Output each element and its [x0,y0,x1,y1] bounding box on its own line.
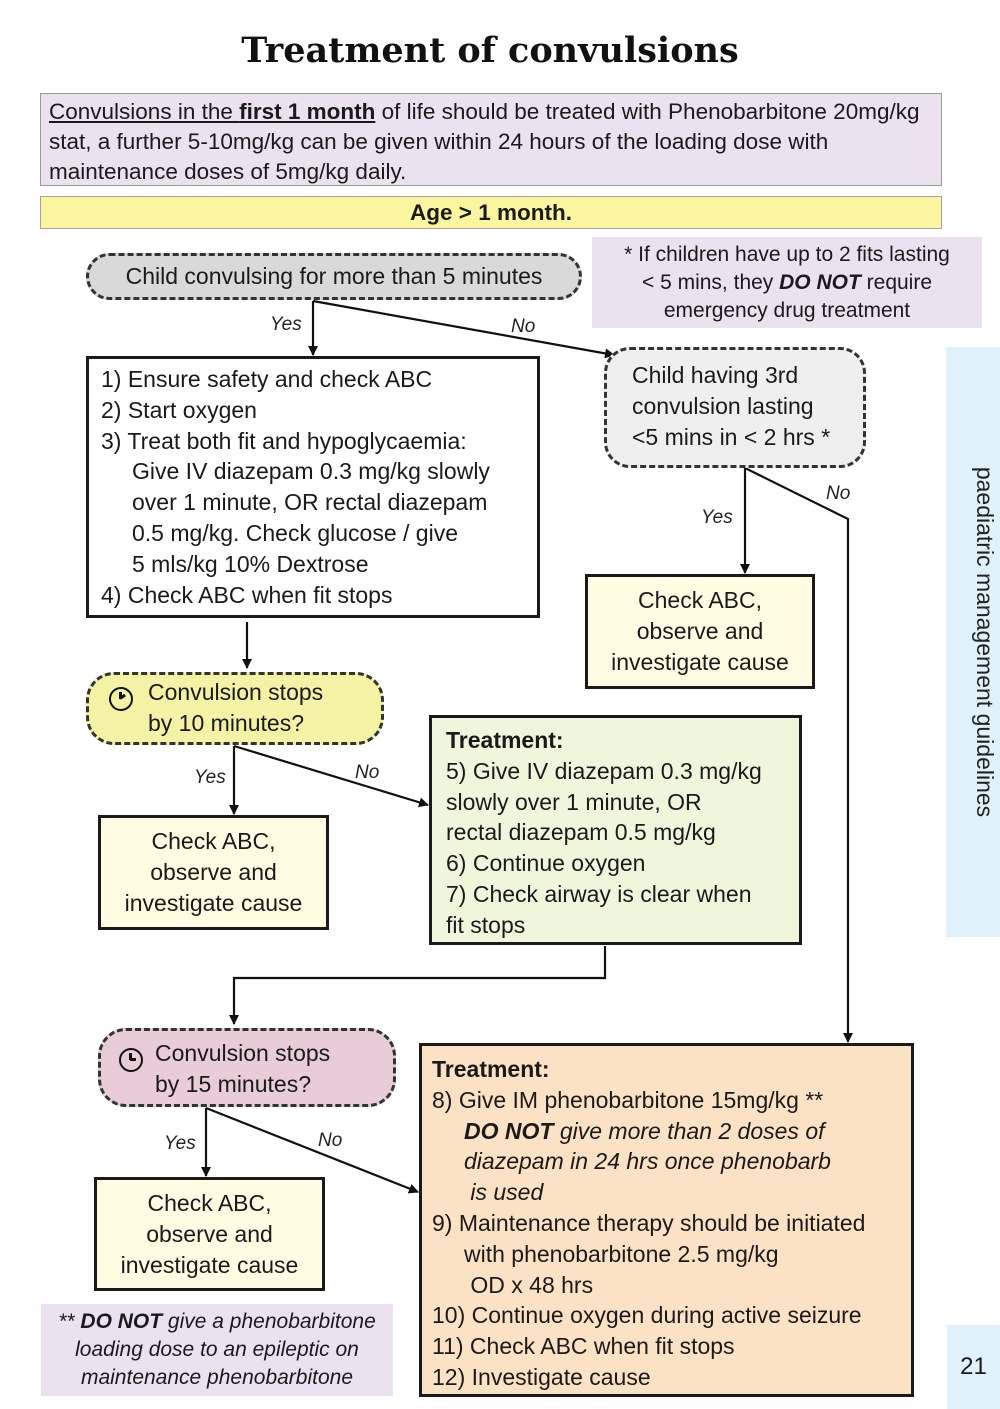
check-line: observe and [636,617,764,644]
q10-line: Convulsion stops [148,679,324,705]
step-line: 1) Ensure safety and check ABC [101,366,433,392]
check-line: observe and [146,1220,273,1247]
check-line: Check ABC, [151,828,276,854]
intro-post: of life should be treated with Phenobarb… [49,99,920,184]
decision-stops-10-min: Convulsion stops by 10 minutes? [86,672,384,745]
intro-note: Convulsions in the first 1 month of life… [40,93,942,186]
treatment2-line: fit stops [446,911,526,938]
check-line: Check ABC, [147,1190,272,1216]
decision-stops-15-min: Convulsion stops by 15 minutes? [98,1028,396,1107]
check-line: investigate cause [611,648,789,675]
page-number: 21 [947,1325,1000,1409]
note1-line1: * If children have up to 2 fits lasting [624,243,950,266]
age-banner: Age > 1 month. [40,196,942,229]
note1-emphasis: DO NOT [779,271,861,294]
treatment3-line9c: OD x 48 hrs [464,1271,594,1298]
intro-bold: first 1 month [239,99,376,124]
step-line: Give IV diazepam 0.3 mg/kg slowly [132,458,490,485]
side-tab: paediatric management guidelines [946,347,1000,937]
step-line: over 1 minute, OR rectal diazepam [132,489,488,516]
check-abc-box-b: Check ABC, observe and investigate cause [98,815,329,930]
check-line: investigate cause [124,889,303,916]
treatment-box-diazepam: Treatment: 5) Give IV diazepam 0.3 mg/kg… [429,715,802,945]
step-line: 3) Treat both fit and hypoglycaemia: [101,427,467,454]
footnote-double-star: ** DO NOT give a phenobarbitone loading … [41,1304,393,1396]
step-line: 4) Check ABC when fit stops [101,581,393,608]
label-no: No [826,483,851,504]
treatment3-line9a: 9) Maintenance therapy should be initiat… [432,1209,866,1236]
treatment3-warning-em: DO NOT [464,1117,554,1144]
note1-line2: < 5 mins, they DO NOT require [592,269,982,297]
label-yes: Yes [164,1133,196,1154]
treatment3-line8: 8) Give IM phenobarbitone 15mg/kg ** [432,1086,824,1113]
treatment3-warning-2: diazepam in 24 hrs once phenobarb [464,1148,831,1175]
q10-line: by 10 minutes? [148,709,304,736]
arrow-q3-no [744,467,853,1043]
step-line: 5 mls/kg 10% Dextrose [132,550,369,577]
label-yes: Yes [194,767,226,788]
q3-line: Child having 3rd [632,362,799,388]
treatment2-line: rectal diazepam 0.5 mg/kg [446,819,716,846]
treatment3-line11: 11) Check ABC when fit stops [432,1333,735,1360]
treatment2-line: 5) Give IV diazepam 0.3 mg/kg [446,757,762,784]
decision-convulsing: Child convulsing for more than 5 minutes [86,253,582,300]
intro-pre: Convulsions in the [49,99,240,124]
note2-line1: ** DO NOT give a phenobarbitone [41,1308,393,1336]
label-yes: Yes [701,507,733,528]
label-no: No [318,1130,343,1151]
check-abc-box-c: Check ABC, observe and investigate cause [94,1177,325,1291]
check-line: investigate cause [120,1251,299,1278]
q3-line: <5 mins in < 2 hrs * [632,423,831,450]
arrow-q10-no [233,744,429,808]
q15-line: Convulsion stops [155,1040,331,1066]
note1-line2-pre: < 5 mins, they [641,271,780,294]
check-line: observe and [150,858,277,885]
treatment2-line: 6) Continue oxygen [446,850,646,877]
treatment3-warning-1: DO NOT give more than 2 doses of [432,1116,901,1147]
treatment3-heading: Treatment: [432,1056,550,1082]
treatment3-warning-3: is used [464,1179,544,1206]
label-no: No [355,762,380,783]
clock-icon [119,1048,143,1072]
page-title: Treatment of convulsions [241,30,739,71]
treatment2-line: 7) Check airway is clear when [446,880,752,907]
arrow-trt2-q15 [229,946,607,1025]
note2-pre: ** [58,1310,81,1333]
treatment3-warning-text: give more than 2 doses of [553,1117,825,1144]
check-abc-box-a: Check ABC, observe and investigate cause [585,574,815,689]
step-line: 0.5 mg/kg. Check glucose / give [132,519,458,546]
treatment2-heading: Treatment: [446,727,564,753]
note1-line2-post: require [860,271,933,294]
arrow-q15-no [205,1106,419,1194]
treatment3-line12: 12) Investigate cause [432,1363,651,1390]
initial-steps-box: 1) Ensure safety and check ABC 2) Start … [86,356,540,618]
note2-line2: loading dose to an epileptic on [75,1338,359,1361]
note2-emphasis: DO NOT [80,1310,163,1333]
side-tab-label: paediatric management guidelines [972,466,998,818]
q15-line: by 15 minutes? [155,1070,311,1097]
decision-third-convulsion: Child having 3rd convulsion lasting <5 m… [604,347,866,468]
note1-line3: emergency drug treatment [663,299,911,322]
treatment-box-phenobarbitone: Treatment: 8) Give IM phenobarbitone 15m… [419,1043,914,1397]
treatment2-line: slowly over 1 minute, OR [446,788,702,815]
footnote-star: * If children have up to 2 fits lasting … [592,237,982,328]
treatment3-line9b: with phenobarbitone 2.5 mg/kg [464,1240,779,1267]
label-yes: Yes [270,314,302,335]
arrow-q1-no [312,299,615,359]
check-line: Check ABC, [638,587,762,613]
note2-line1-post: give a phenobarbitone [162,1310,376,1333]
q3-line: convulsion lasting [632,392,814,419]
note2-line3: maintenance phenobarbitone [80,1366,354,1389]
treatment3-line10: 10) Continue oxygen during active seizur… [432,1302,862,1329]
clock-icon [109,687,133,711]
step-line: 2) Start oxygen [101,396,257,423]
label-no: No [511,316,536,337]
